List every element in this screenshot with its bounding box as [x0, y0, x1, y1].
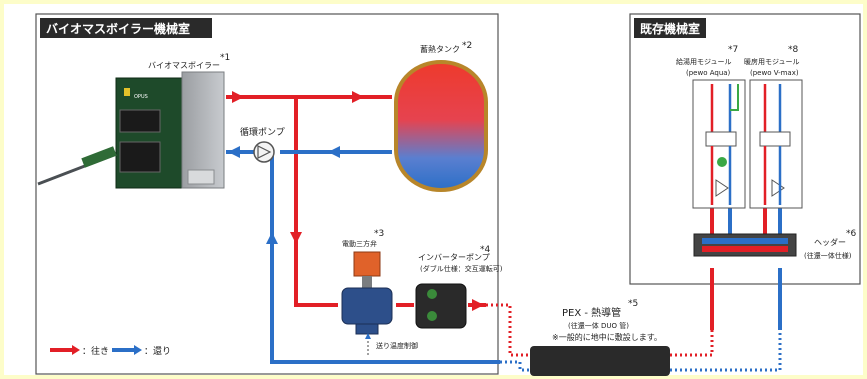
valve-label: 電動三方弁 — [342, 239, 377, 248]
legend-return-label: ：還り — [144, 345, 171, 357]
boiler-auger-motor — [81, 146, 117, 168]
boiler-room-title: バイオマスボイラー機械室 — [46, 21, 190, 36]
storage-tank-body — [394, 60, 488, 192]
supply-pipes — [226, 95, 767, 330]
pex-ref: *5 — [628, 299, 638, 309]
module-aqua-pump — [717, 157, 727, 167]
legend: ：往き ：還り — [50, 345, 171, 357]
circulation-pump-triangle — [257, 145, 272, 159]
module-aqua-label-2: (pewo Aqua) — [686, 69, 731, 77]
header-return-bar — [702, 238, 788, 244]
supply-pipe-underground — [486, 303, 530, 357]
module-aqua-valve — [715, 179, 729, 197]
supply-pipe-to-valve — [294, 97, 338, 307]
boiler-room: バイオマスボイラー機械室 — [35, 13, 499, 375]
header: ヘッダー (往還一体仕様) *6 — [693, 229, 857, 260]
boiler-badge — [124, 88, 130, 96]
legend-supply-arrow — [72, 345, 80, 355]
module-vmax: 暖房用モジュール (pewo V-max) *8 — [744, 45, 803, 209]
module-aqua-ref: *7 — [728, 45, 738, 55]
supply-arrow — [290, 232, 302, 244]
supply-arrows — [232, 91, 484, 311]
storage-tank-label: 蓄熱タンク — [420, 44, 460, 54]
valve-bottom-port — [355, 323, 379, 335]
inverter-pump-label-1: インバーターポンプ — [418, 253, 490, 262]
module-vmax-label-1: 暖房用モジュール — [744, 57, 800, 66]
pex-title: PEX - 熱導管 — [562, 306, 621, 319]
boiler-door-bottom — [119, 141, 161, 173]
existing-room-title-bg — [634, 18, 706, 38]
pex-pipe: PEX - 熱導管 *5 (往還一体 DUO 管) ※一般的に地中に敷設します。 — [530, 299, 670, 376]
valve-ref: *3 — [374, 229, 384, 239]
existing-room-border — [629, 13, 861, 285]
existing-room: 既存機械室 — [629, 13, 861, 285]
module-vmax-ref: *8 — [788, 45, 799, 55]
return-pipe-underground-existing — [670, 330, 782, 372]
return-arrow — [328, 146, 340, 158]
pex-note: ※一般的に地中に敷設します。 — [552, 332, 662, 342]
supply-pipe-underground-existing — [670, 330, 714, 357]
module-aqua: 給湯用モジュール (pewo Aqua) *7 — [676, 45, 746, 209]
module-vmax-exchanger — [759, 131, 791, 147]
boiler-side — [181, 71, 225, 189]
inverter-pump-ref: *4 — [480, 245, 491, 255]
boiler-room-title-bg — [40, 18, 212, 38]
inverter-pump-label-2: (ダブル仕様：交互運転可) — [420, 264, 503, 273]
pex-sub: (往還一体 DUO 管) — [568, 321, 629, 330]
return-pipe-underground — [500, 360, 530, 372]
boiler-feeder — [187, 169, 215, 185]
boiler-label: バイオマスボイラー — [148, 61, 220, 70]
inverter-pump: インバーターポンプ (ダブル仕様：交互運転可) *4 — [415, 245, 503, 329]
boiler-door-top — [119, 109, 161, 133]
valve-body — [341, 287, 393, 325]
module-aqua-exchanger — [705, 131, 737, 147]
inverter-pump-indicator — [427, 289, 437, 299]
legend-supply-label: ：往き — [82, 345, 109, 357]
legend-return-arrow — [134, 345, 142, 355]
module-aqua-label-1: 給湯用モジュール — [676, 57, 732, 66]
module-vmax-valve — [771, 179, 785, 197]
header-body — [693, 233, 797, 257]
inverter-pump-body — [415, 283, 467, 329]
header-label-2: (往還一体仕様) — [804, 251, 852, 260]
header-ref: *6 — [846, 229, 857, 239]
three-way-valve: 電動三方弁 *3 送り温度制御 — [341, 229, 418, 355]
supply-arrow — [352, 91, 364, 103]
existing-room-title: 既存機械室 — [640, 21, 700, 36]
inverter-pump-indicator — [427, 311, 437, 321]
boiler-ref: *1 — [220, 53, 230, 63]
boiler-room-border — [35, 13, 499, 375]
return-arrow — [266, 232, 278, 244]
storage-tank: 蓄熱タンク *2 — [394, 41, 488, 192]
return-arrow — [228, 146, 240, 158]
circulation-pump-label: 循環ポンプ — [240, 126, 285, 138]
supply-arrow — [232, 91, 244, 103]
valve-actuator — [353, 251, 381, 277]
module-aqua-bypass — [730, 84, 739, 111]
circulation-pump: 循環ポンプ — [240, 126, 285, 163]
return-arrows — [228, 146, 340, 244]
storage-tank-ref: *2 — [462, 41, 472, 51]
module-vmax-label-2: (pewo V-max) — [750, 69, 799, 77]
pex-pipe-body — [530, 346, 670, 376]
return-pipe-loop — [270, 152, 500, 364]
boiler-brand: OPUS — [134, 94, 148, 100]
valve-stem — [362, 276, 372, 288]
return-temp-label: 送り温度制御 — [376, 341, 418, 350]
header-supply-bar — [702, 246, 788, 252]
biomass-boiler: OPUS バイオマスボイラー *1 — [37, 53, 230, 189]
header-label-1: ヘッダー — [814, 237, 846, 247]
supply-arrow — [472, 299, 484, 311]
